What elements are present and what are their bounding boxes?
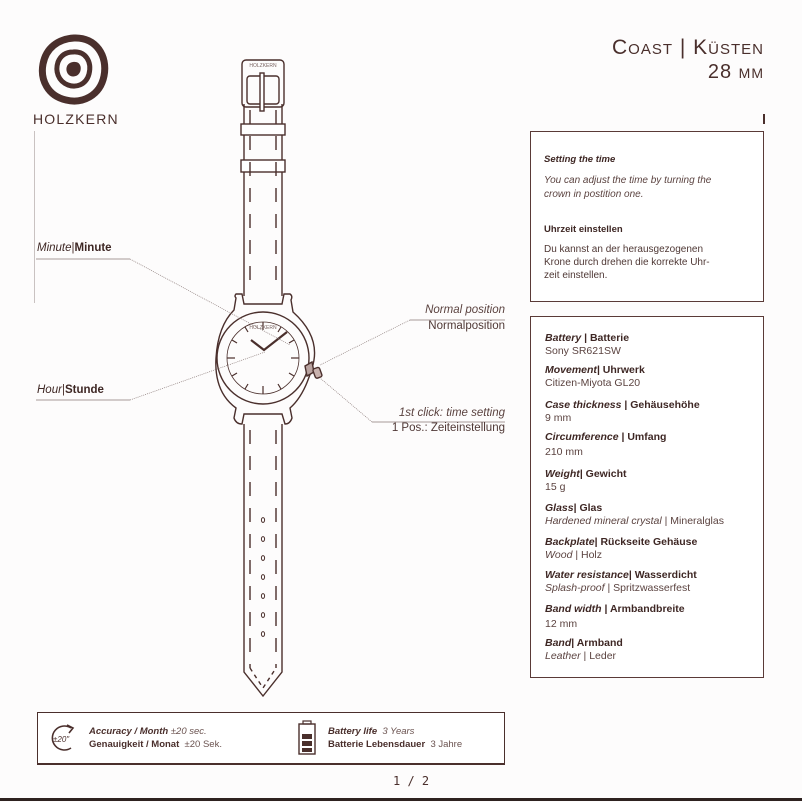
holzkern-logo-icon bbox=[38, 34, 109, 105]
footer-info-box: ±20" Accuracy / Month ±20 sec. Genauigke… bbox=[37, 712, 505, 765]
spec-circumference: Circumference | Umfang 210 mm bbox=[545, 431, 667, 458]
spec-water-resistance: Water resistance| Wasserdicht Splash-pro… bbox=[545, 569, 697, 594]
battery-life-text: Battery life 3 Years Batterie Lebensdaue… bbox=[328, 726, 463, 750]
dial-brand-text: HOLZKERN bbox=[249, 325, 277, 331]
callout-first-click: 1st click: time setting 1 Pos.: Zeiteins… bbox=[391, 407, 505, 434]
spec-battery: Battery | Batterie Sony SR621SW bbox=[545, 332, 630, 357]
watch-illustration: HOLZKERN HOLZKERN bbox=[36, 59, 505, 698]
spec-band: Band| Armband Leather | Leder bbox=[545, 637, 623, 662]
left-divider bbox=[34, 131, 35, 303]
spec-glass: Glass| Glas Hardened mineral crystal | M… bbox=[545, 502, 724, 527]
setting-time-box: Setting the time You can adjust the time… bbox=[530, 131, 764, 302]
battery-icon bbox=[298, 720, 316, 755]
setting-text-de: Du kannst an der herausgezogenen Krone d… bbox=[544, 244, 710, 281]
setting-text-en: You can adjust the time by turning the c… bbox=[544, 175, 712, 200]
specifications-box: Battery | Batterie Sony SR621SW Movement… bbox=[530, 316, 764, 678]
page-title: Coast | Küsten 28 mm bbox=[612, 36, 764, 84]
spec-weight: Weight| Gewicht 15 g bbox=[545, 468, 627, 493]
spec-band-width: Band width | Armbandbreite 12 mm bbox=[545, 603, 685, 630]
setting-heading-de: Uhrzeit einstellen bbox=[544, 224, 623, 235]
spec-case-thickness: Case thickness | Gehäusehöhe 9 mm bbox=[545, 399, 700, 424]
page-number: 1 / 2 bbox=[393, 774, 430, 788]
svg-text:±20": ±20" bbox=[53, 735, 70, 744]
setting-heading-en: Setting the time bbox=[544, 154, 616, 165]
accuracy-refresh-icon: ±20" bbox=[51, 724, 75, 751]
bottom-rule bbox=[0, 798, 802, 801]
right-tick-mark bbox=[763, 114, 765, 124]
accuracy-text: Accuracy / Month ±20 sec. Genauigkeit / … bbox=[89, 726, 222, 750]
product-size: 28 mm bbox=[707, 61, 764, 83]
product-name: Coast | Küsten bbox=[612, 36, 764, 59]
brand-name: HOLZKERN bbox=[33, 111, 119, 127]
callout-minute: Minute|Minute bbox=[37, 242, 112, 254]
callout-hour: Hour|Stunde bbox=[37, 384, 104, 396]
spec-movement: Movement| Uhrwerk Citizen-Miyota GL20 bbox=[545, 364, 645, 389]
buckle-brand-text: HOLZKERN bbox=[249, 63, 277, 69]
spec-backplate: Backplate| Rückseite Gehäuse Wood | Holz bbox=[545, 536, 698, 561]
callout-normal-position: Normal position Normalposition bbox=[425, 304, 505, 332]
